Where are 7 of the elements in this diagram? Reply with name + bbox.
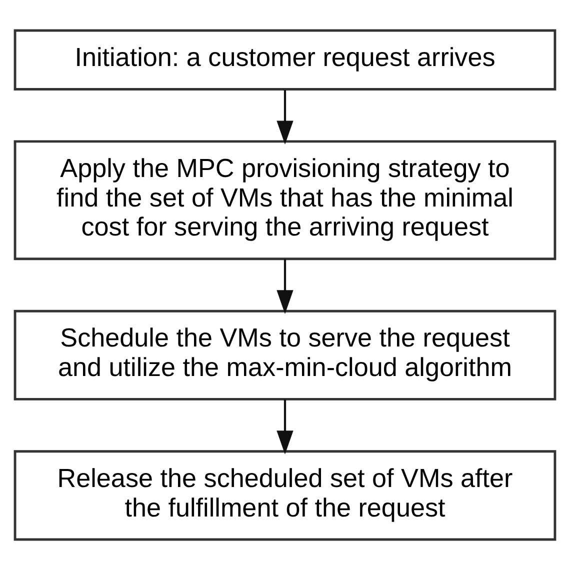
node-box: Release the scheduled set of VMs after the fulfillment of the request xyxy=(14,450,556,541)
arrow xyxy=(276,90,294,145)
arrow xyxy=(276,399,294,454)
arrow xyxy=(276,259,294,314)
node-box: Schedule the VMs to serve the request and utilize the max-min-cloud algorithm xyxy=(14,310,556,400)
node-box: Initiation: a customer request arrives xyxy=(14,29,556,90)
node-box: Apply the MPC provisioning strategy to find the set of VMs that has the minimal cost for serving the arriving request xyxy=(14,140,556,260)
